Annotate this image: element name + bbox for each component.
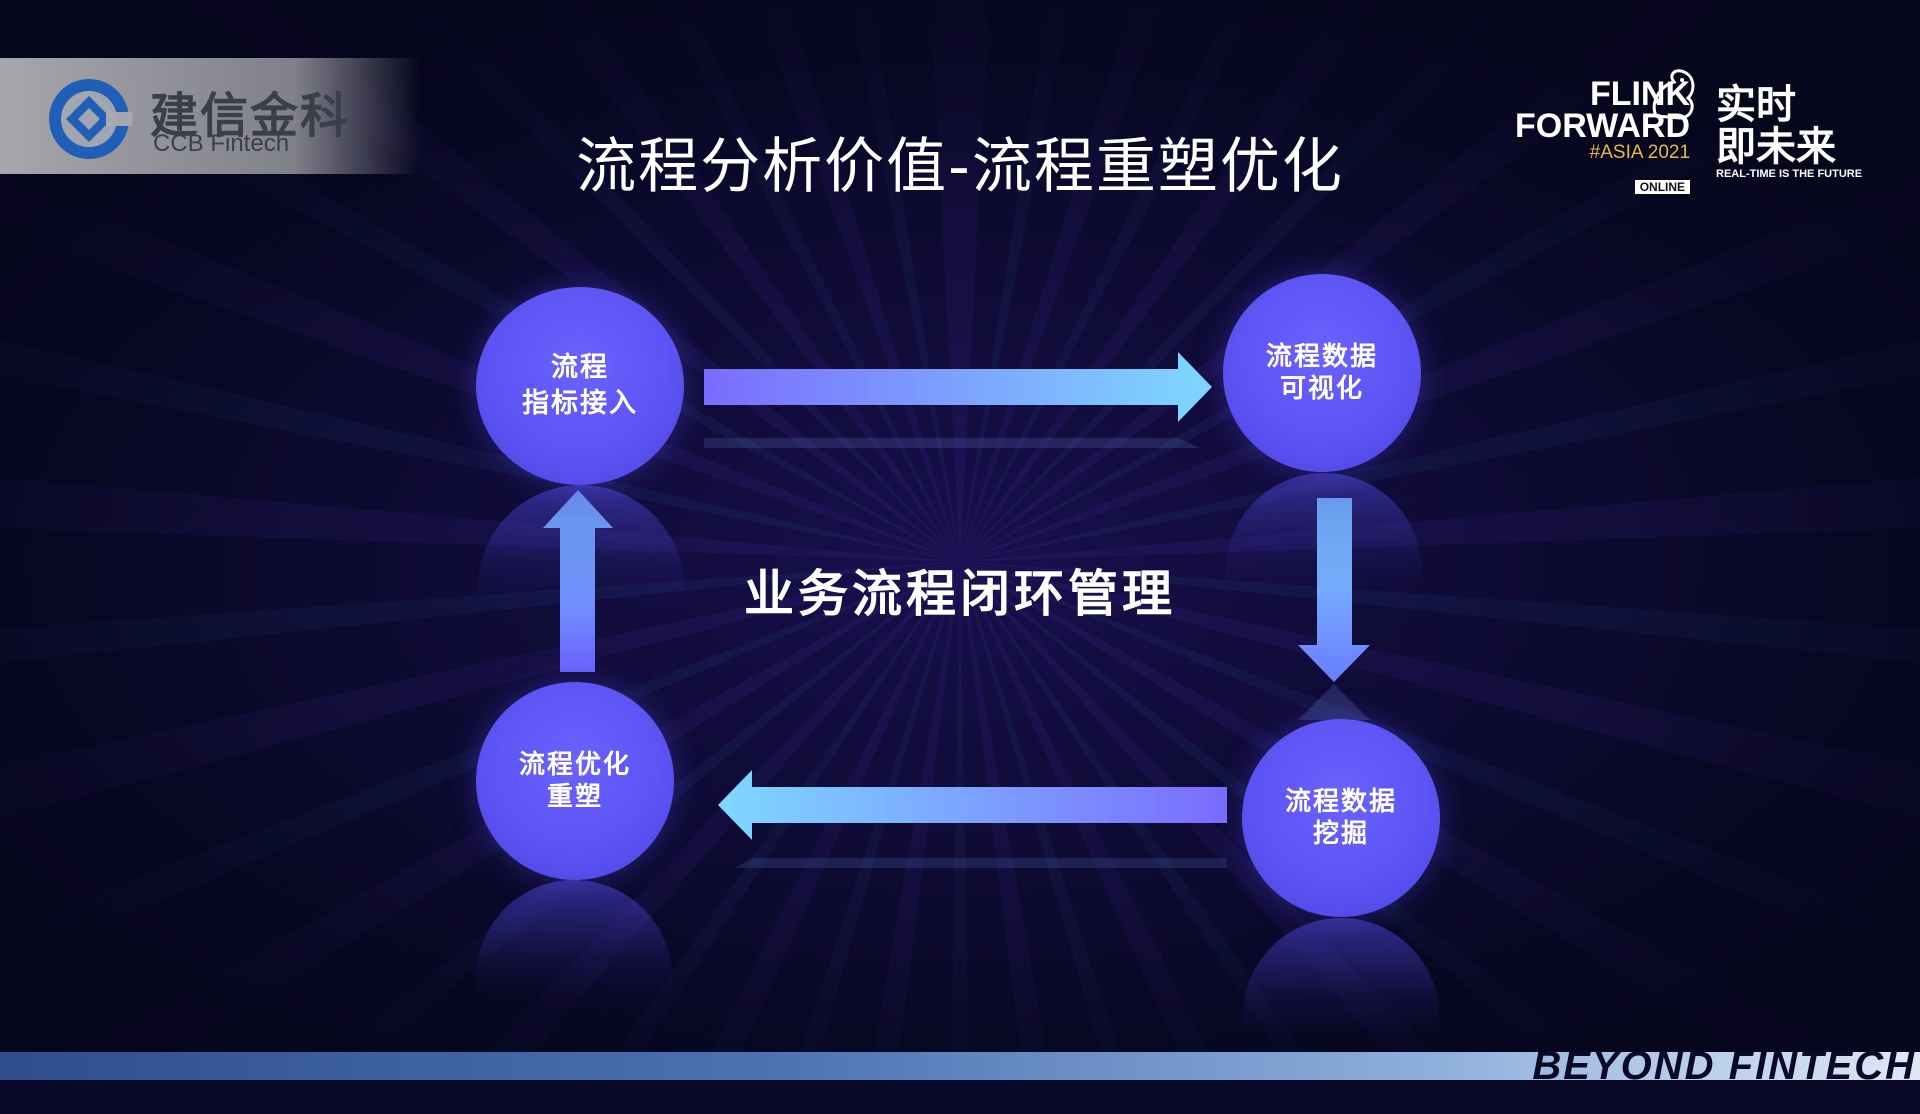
event-edition: #ASIA 2021 (1589, 142, 1691, 163)
node-access-line1: 流程 (551, 352, 609, 383)
background (0, 0, 1920, 1080)
ccb-logo-icon (49, 79, 132, 159)
event-mode-badge: ONLINE (1634, 180, 1691, 194)
company-name-cn: 建信金科 (150, 88, 351, 144)
node-access-line2: 指标接入 (522, 388, 638, 419)
node-mining-line1: 流程数据 (1284, 787, 1397, 817)
edge-access-to-visualize (704, 352, 1212, 448)
node-reflection (1226, 473, 1422, 669)
node-reflection (476, 880, 672, 1076)
slogan-cn-line2: 即未来 (1716, 124, 1836, 170)
diagram-edges (543, 352, 1370, 868)
node-optimize-line1: 流程优化 (518, 750, 631, 780)
node-reflection (478, 485, 684, 691)
slogan-cn-line1: 实时 (1716, 82, 1796, 128)
slogan-cn: 实时 即未来 (1716, 84, 1836, 168)
event-name-line2: FORWARD (1515, 107, 1691, 145)
squirrel-icon (1652, 69, 1695, 120)
node-optimize: 流程优化 重塑 (476, 682, 674, 880)
node-visualize-line1: 流程数据 (1265, 342, 1378, 372)
footer-bar (0, 1052, 1920, 1080)
node-optimize-line2: 重塑 (546, 782, 603, 812)
node-access: 流程 指标接入 (476, 287, 684, 485)
node-visualize-line2: 可视化 (1279, 374, 1364, 404)
edge-mining-to-optimize (718, 770, 1227, 868)
flink-forward-logo: FLINK FORWARD #ASIA 2021 ONLINE (1515, 77, 1691, 196)
slogan-en: REAL-TIME IS THE FUTURE (1716, 168, 1863, 180)
cycle-label: 业务流程闭环管理 (744, 565, 1176, 623)
node-reflection (1243, 918, 1439, 1114)
page-title: 流程分析价值-流程重塑优化 (576, 132, 1344, 202)
footer-slogan: BEYOND FINTECH (1532, 1044, 1916, 1088)
node-mining: 流程数据 挖掘 (1242, 719, 1440, 917)
node-mining-line2: 挖掘 (1312, 819, 1369, 849)
node-visualize: 流程数据 可视化 (1223, 274, 1421, 472)
company-name-en: CCB Fintech (153, 130, 290, 157)
